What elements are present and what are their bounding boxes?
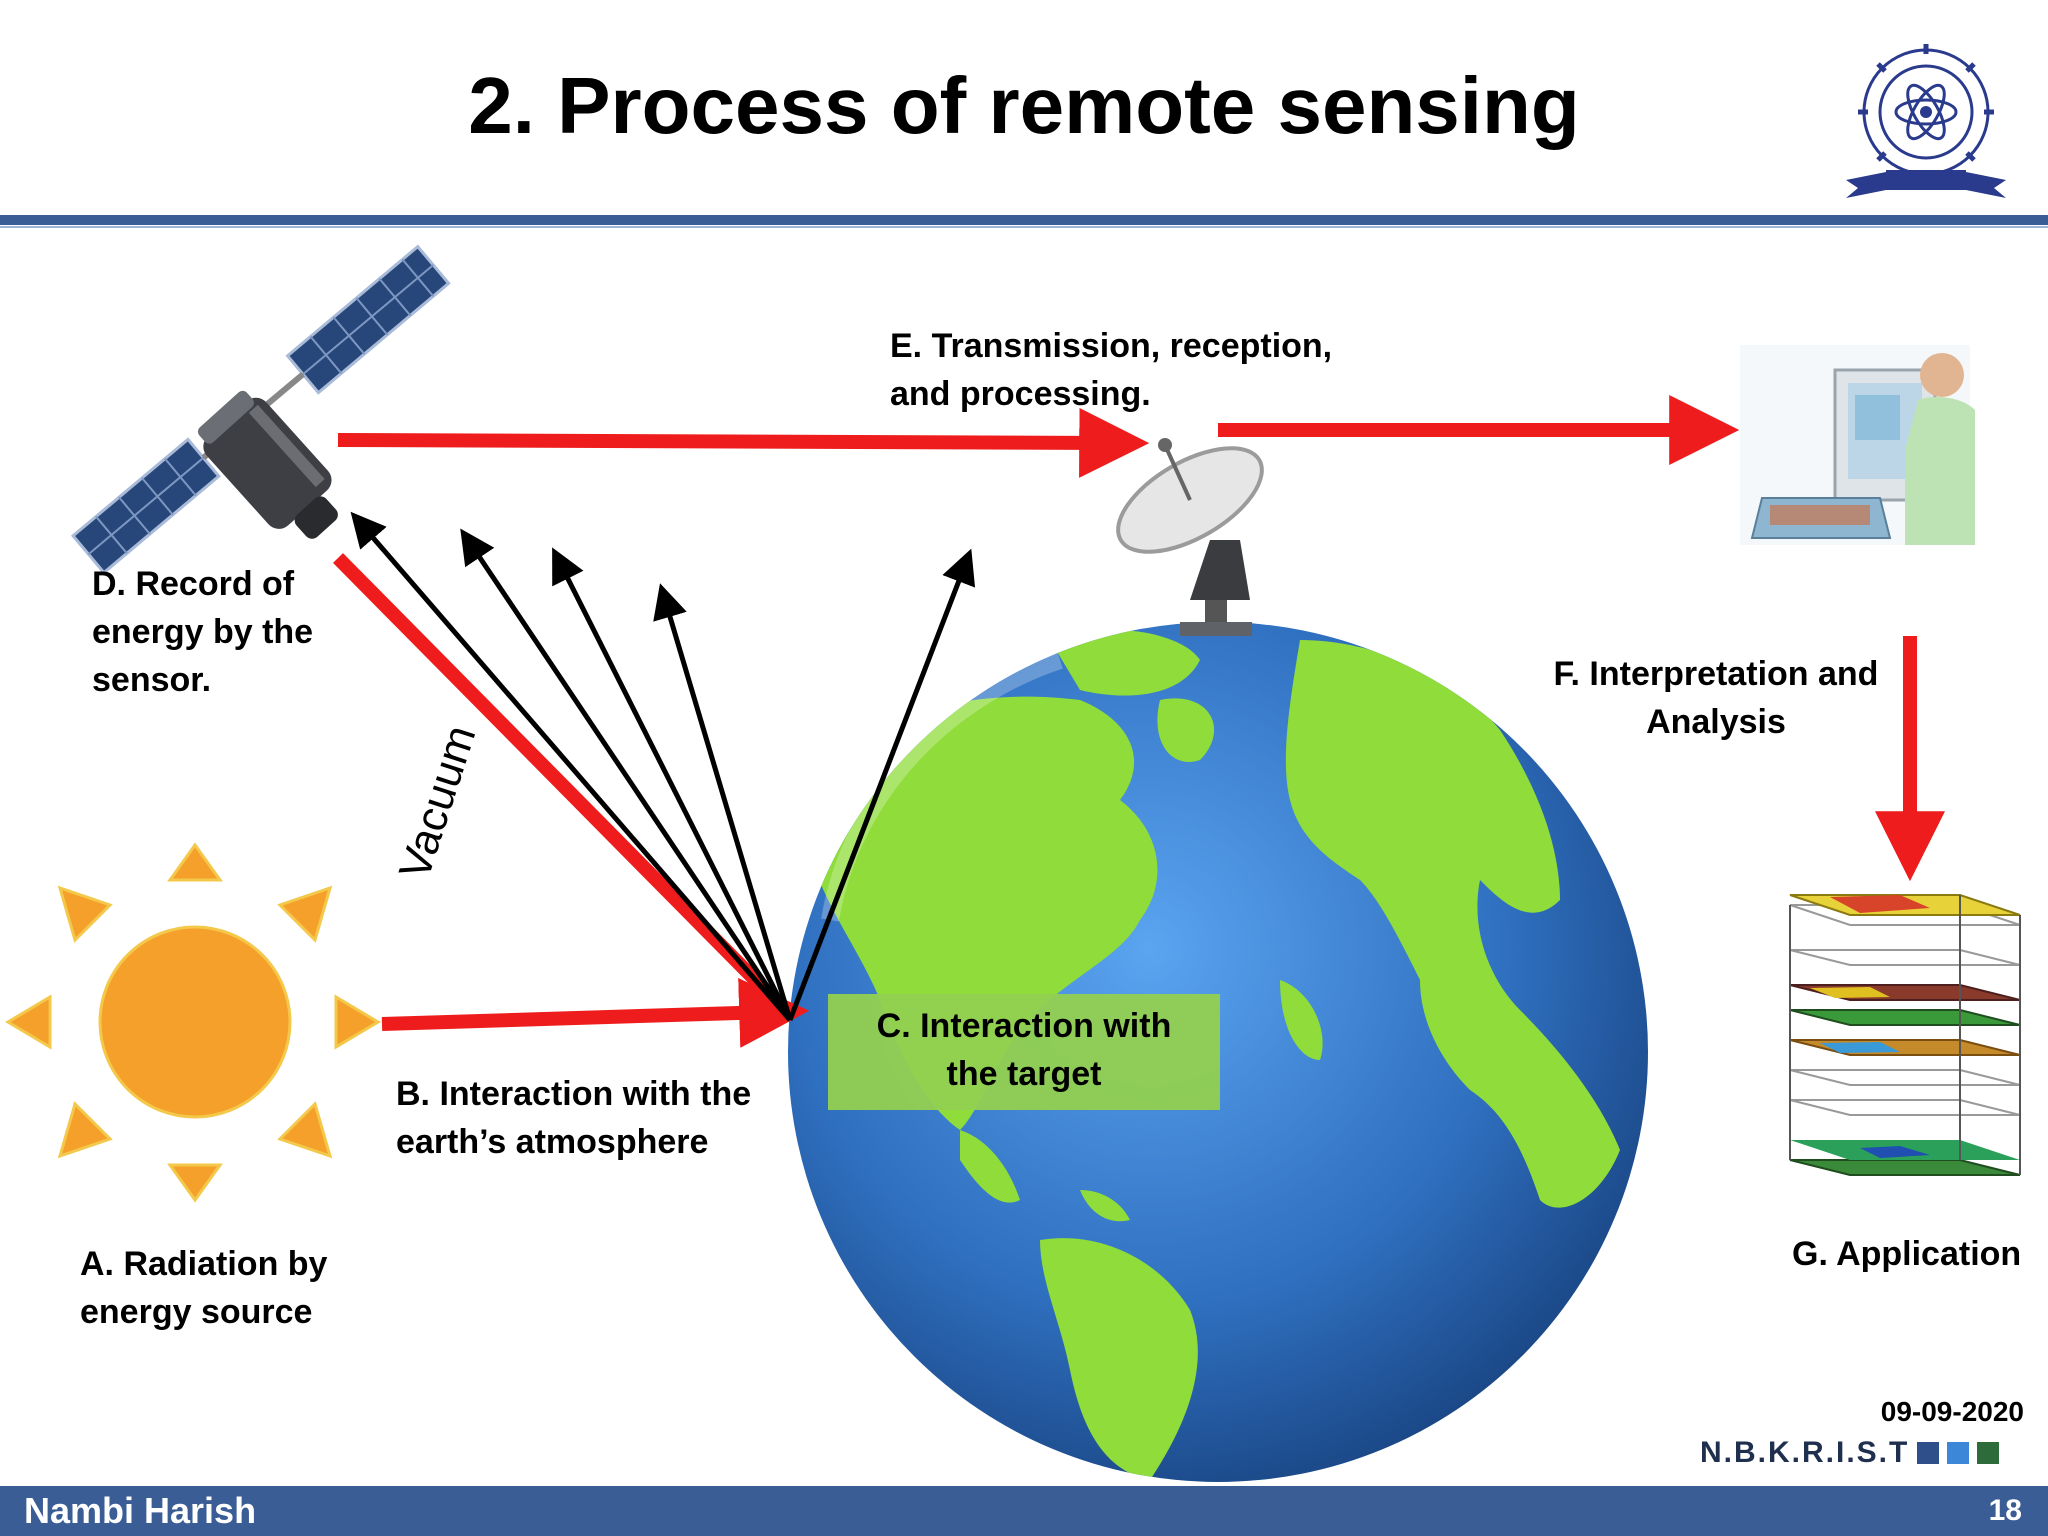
reflected-arrow-3 [552, 547, 793, 1022]
reflected-arrow-5 [787, 548, 976, 1021]
brand-square-2 [1947, 1442, 1970, 1464]
arrow-target-to-sensor [333, 553, 785, 1010]
target-highlight-box [828, 994, 1220, 1110]
institute-logo-icon [1846, 44, 2006, 198]
reflected-arrow-4 [653, 583, 793, 1021]
gis-layers-icon [1789, 894, 2021, 1176]
header-divider [0, 215, 2048, 225]
brand-square-1 [1917, 1442, 1940, 1464]
reflected-arrow-2 [460, 528, 793, 1022]
header-divider-line [0, 226, 2048, 228]
brand-mark: N.B.K.R.I.S.T [1700, 1436, 2000, 1470]
satellite-icon [70, 244, 451, 575]
page-number: 18 [1988, 1494, 2022, 1527]
dish-antenna-icon [1116, 438, 1264, 636]
computer-user-icon [1740, 345, 1975, 545]
reflected-energy-arrows [350, 511, 976, 1022]
slide-title: 2. Process of remote sensing [468, 61, 1580, 150]
label-g-application: G. Application [1792, 1235, 2022, 1273]
reflected-arrow-1 [350, 511, 792, 1022]
label-a-radiation-source: A. Radiation by energy source [80, 1245, 328, 1331]
label-d-record-energy: D. Record of energy by the sensor. [92, 565, 314, 699]
slide-date: 09-09-2020 [1880, 1396, 2024, 1427]
label-e-transmission: E. Transmission, reception, and processi… [890, 327, 1333, 413]
brand-square-3 [1977, 1442, 2000, 1464]
sun-icon [5, 842, 381, 1203]
brand-text: N.B.K.R.I.S.T [1700, 1436, 1910, 1469]
arrow-sensor-to-station [337, 407, 1150, 478]
label-c-interaction-target: C. Interaction with the target [876, 1007, 1172, 1093]
footer-author: Nambi Harish [24, 1490, 257, 1531]
label-f-interpretation: F. Interpretation and Analysis [1553, 655, 1879, 741]
footer-bar [0, 1486, 2048, 1536]
label-b-atmosphere: B. Interaction with the earth’s atmosphe… [396, 1075, 752, 1161]
radiation-arrows [333, 395, 1945, 1048]
arrow-sun-to-target [381, 977, 810, 1048]
